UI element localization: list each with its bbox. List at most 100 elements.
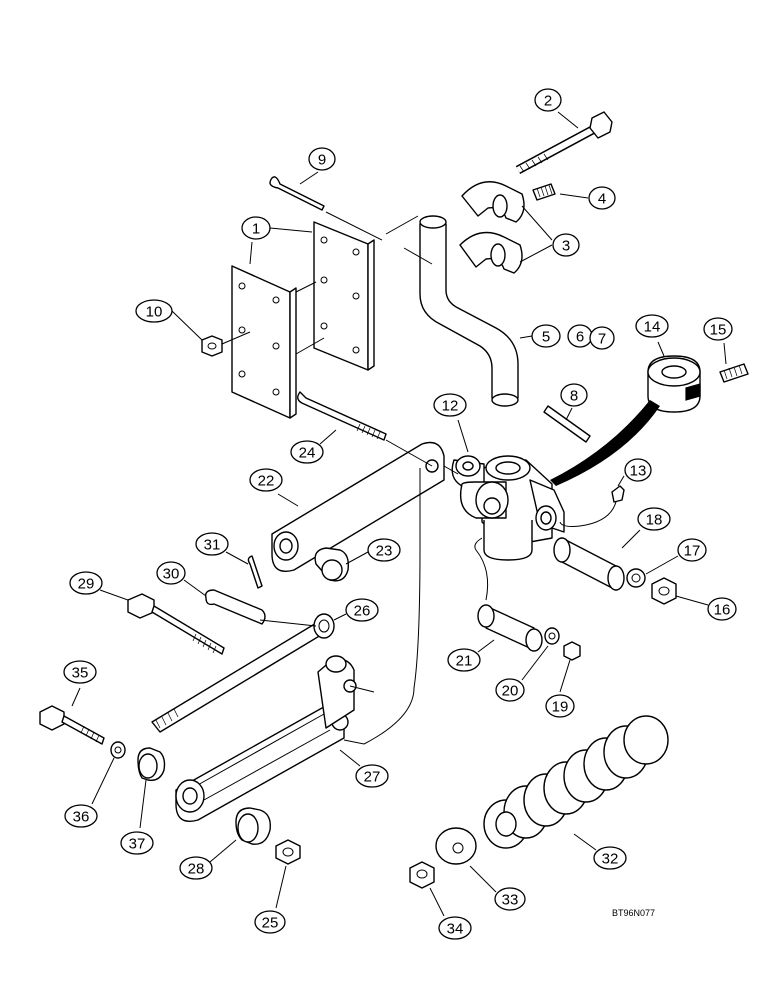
leader-line xyxy=(139,779,147,829)
leader-line xyxy=(225,551,249,565)
callout-7: 7 xyxy=(589,326,615,350)
leader-line xyxy=(617,475,625,487)
leader-line xyxy=(209,839,237,863)
lower-arm-part-27 xyxy=(175,655,357,822)
callout-label: 25 xyxy=(262,915,279,932)
leader-line xyxy=(99,589,129,601)
leader-line xyxy=(275,865,287,909)
callout-20: 20 xyxy=(495,678,525,702)
callout-label: 23 xyxy=(376,543,393,560)
leader-line xyxy=(519,244,553,263)
callout-9: 9 xyxy=(308,147,336,171)
callout-33: 33 xyxy=(494,887,526,911)
drawing-id: BT96N077 xyxy=(612,908,655,918)
callout-18: 18 xyxy=(637,507,671,531)
callout-label: 34 xyxy=(447,921,464,938)
callout-label: 10 xyxy=(146,304,163,321)
curved-arrow-shape xyxy=(550,400,660,486)
callout-label: 33 xyxy=(502,892,519,909)
nut-part-34 xyxy=(409,861,435,889)
callout-28: 28 xyxy=(179,856,213,880)
rod-part-26 xyxy=(151,613,335,733)
leader-line xyxy=(521,645,549,681)
callout-label: 1 xyxy=(252,221,260,238)
callout-label: 28 xyxy=(188,861,205,878)
callout-label: 24 xyxy=(299,445,316,462)
grease-fitting-part-13 xyxy=(559,485,625,527)
callout-29: 29 xyxy=(69,571,103,595)
leader-line xyxy=(171,310,203,341)
leader-line xyxy=(565,407,573,421)
callout-14: 14 xyxy=(635,314,669,338)
leader-line xyxy=(469,865,497,893)
callout-label: 8 xyxy=(570,388,578,405)
leader-line xyxy=(559,659,571,693)
callout-label: 17 xyxy=(684,543,701,560)
bolt-part-29 xyxy=(127,593,225,655)
callout-label: 22 xyxy=(258,473,275,490)
callout-3: 3 xyxy=(552,233,580,257)
callout-label: 18 xyxy=(646,512,663,529)
callout-label: 37 xyxy=(129,836,146,853)
pivot-block-part-12 xyxy=(451,455,565,561)
washer-part-20 xyxy=(544,627,560,645)
callout-label: 13 xyxy=(630,463,647,480)
callout-27: 27 xyxy=(355,764,389,788)
callout-16: 16 xyxy=(707,597,737,621)
leader-line xyxy=(333,613,347,621)
callout-label: 20 xyxy=(502,683,519,700)
callout-37: 37 xyxy=(120,831,154,855)
callout-label: 21 xyxy=(456,653,473,670)
callout-24: 24 xyxy=(290,440,324,464)
callout-label: 16 xyxy=(714,602,731,619)
leader-line xyxy=(299,171,319,185)
clevis-pin-part-30 xyxy=(204,589,266,625)
callout-label: 19 xyxy=(552,699,569,716)
callout-23: 23 xyxy=(367,538,401,562)
callout-label: 2 xyxy=(544,93,552,110)
setscrew-part-15 xyxy=(719,363,749,383)
leader-line xyxy=(657,341,665,357)
callout-label: 7 xyxy=(598,331,606,348)
washer-part-17 xyxy=(626,568,646,588)
leader-line xyxy=(723,342,727,365)
bushing-part-37 xyxy=(137,747,166,781)
leader-line xyxy=(345,551,369,565)
leader-line xyxy=(477,639,495,653)
callout-2: 2 xyxy=(534,88,562,112)
bushing-part-23 xyxy=(314,547,350,582)
callout-label: 6 xyxy=(576,329,584,346)
nut-part-25 xyxy=(275,839,301,865)
callout-36: 36 xyxy=(64,804,98,828)
spacer-part-21 xyxy=(474,537,543,652)
callout-21: 21 xyxy=(447,648,481,672)
callout-17: 17 xyxy=(677,538,707,562)
leader-line xyxy=(183,579,207,597)
leader-line xyxy=(457,419,469,453)
callout-12: 12 xyxy=(433,393,467,417)
leader-line xyxy=(621,529,641,549)
leader-line xyxy=(91,757,115,805)
leader-line xyxy=(319,429,337,445)
callout-31: 31 xyxy=(195,532,229,556)
leader-line xyxy=(645,555,679,575)
leader-line xyxy=(559,193,589,199)
pin-part-8 xyxy=(543,405,591,443)
callout-label: 5 xyxy=(542,329,550,346)
callout-label: 27 xyxy=(364,769,381,786)
leader-line xyxy=(249,241,253,265)
cotter-pin-part-31 xyxy=(247,555,263,589)
plates-part-1 xyxy=(231,221,375,419)
callout-1: 1 xyxy=(241,216,271,240)
nut-part-10 xyxy=(201,331,251,357)
clamp-part-3 xyxy=(459,181,525,274)
leader-line xyxy=(71,687,81,707)
leader-line xyxy=(521,205,553,241)
bolt-part-35 xyxy=(39,705,105,745)
callout-26: 26 xyxy=(345,598,379,622)
callout-label: 9 xyxy=(318,152,326,169)
link-arm-part-22 xyxy=(271,441,445,745)
setscrew-part-4 xyxy=(532,183,556,201)
bushing-part-28 xyxy=(235,807,271,845)
